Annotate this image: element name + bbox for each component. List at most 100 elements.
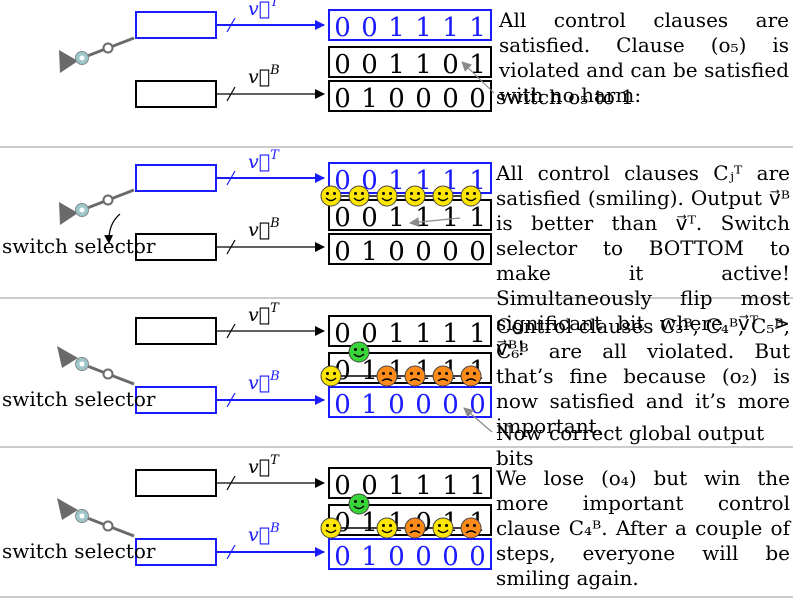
clause-smiley-happy	[432, 185, 454, 207]
bottom-bit: 1	[361, 84, 378, 114]
clause-smiley-sad	[404, 365, 426, 387]
top-bit: 1	[415, 13, 432, 43]
smiley-mouth	[437, 529, 449, 534]
smiley-mouth	[381, 197, 393, 202]
bottom-bit: 0	[415, 237, 432, 267]
smiley-eye	[410, 524, 413, 527]
middle-bit: 0	[334, 50, 351, 80]
clause-smiley-happy	[432, 517, 454, 539]
clause-smiley-happy	[320, 365, 342, 387]
smiley-face	[432, 185, 454, 207]
bottom-bit: 0	[415, 390, 432, 420]
switch-lever	[57, 346, 135, 386]
top-vector-label: v⃗T	[248, 0, 280, 20]
smiley-eye	[417, 192, 420, 195]
bottom-box	[328, 538, 492, 570]
top-bit: 1	[415, 471, 432, 501]
bottom-vector-label-sup: B	[269, 216, 280, 231]
bottom-bit: 0	[469, 390, 486, 420]
smiley-eye	[361, 500, 364, 503]
smiley-eye	[354, 192, 357, 195]
bottom-bit: 0	[469, 237, 486, 267]
clause-smiley-happy	[376, 185, 398, 207]
bottom-box	[328, 386, 492, 418]
smiley-mouth	[325, 377, 337, 382]
clause-smiley-happy	[320, 185, 342, 207]
middle-bit: 0	[361, 50, 378, 80]
smiley-eye	[445, 192, 448, 195]
bottom-vector-label-sup: B	[269, 369, 280, 384]
bottom-bit: 0	[388, 390, 405, 420]
smiley-eye	[361, 192, 364, 195]
smiley-eye	[473, 524, 476, 527]
bottom-bit: 0	[415, 542, 432, 572]
switch-selector-label: switch selector	[2, 539, 156, 563]
top-bit: 1	[442, 13, 459, 43]
switch-contact	[102, 194, 114, 206]
bottom-bit: 1	[361, 542, 378, 572]
switch-pivot-center	[79, 207, 85, 213]
smiley-eye	[466, 192, 469, 195]
smiley-eye	[333, 372, 336, 375]
smiley-mouth	[353, 353, 365, 358]
switch-lever	[59, 188, 135, 225]
top-bit: 0	[361, 319, 378, 349]
smiley-eye	[382, 524, 385, 527]
smiley-face	[320, 185, 342, 207]
bottom-bit: 0	[388, 84, 405, 114]
annotation-leader	[461, 61, 495, 94]
panel-3-annotation: Now correct global output bits	[496, 421, 765, 470]
smiley-eye	[466, 372, 469, 375]
annotation-leader	[463, 407, 493, 433]
middle-bit: 1	[388, 50, 405, 80]
smiley-eye	[438, 524, 441, 527]
clause-smiley-sad	[376, 365, 398, 387]
top-vector-label-sup: T	[270, 453, 280, 468]
panel-1-annotation: switch o₅ to 1	[496, 85, 634, 109]
smiley-eye	[466, 524, 469, 527]
middle-bit: 1	[469, 203, 486, 233]
middle-box	[328, 46, 492, 78]
bottom-box	[328, 233, 492, 265]
switch-handle	[59, 202, 78, 225]
top-source-box	[135, 317, 217, 345]
smiley-eye	[382, 372, 385, 375]
bottom-bit: 0	[442, 542, 459, 572]
top-bus-slash	[226, 17, 236, 33]
top-bit: 1	[469, 13, 486, 43]
bottom-source-box	[135, 80, 217, 108]
top-box	[328, 9, 492, 41]
top-bus-slash	[226, 323, 236, 339]
clause-smiley-happy	[348, 185, 370, 207]
bottom-bit: 0	[334, 237, 351, 267]
bottom-source-box	[135, 233, 217, 261]
bottom-bit: 0	[442, 390, 459, 420]
clause-smiley-sad	[460, 365, 482, 387]
middle-bit: 1	[469, 50, 486, 80]
bottom-bit: 0	[469, 84, 486, 114]
top-bit: 1	[469, 471, 486, 501]
smiley-face	[320, 517, 342, 539]
top-bit: 0	[334, 319, 351, 349]
switch-pivot-center	[79, 361, 85, 367]
smiley-eye	[438, 192, 441, 195]
switch-contact	[102, 520, 114, 532]
middle-bit: 1	[388, 203, 405, 233]
smiley-eye	[417, 372, 420, 375]
smiley-face	[432, 365, 454, 387]
top-bit: 1	[442, 319, 459, 349]
bottom-bit: 0	[334, 390, 351, 420]
bottom-bit: 0	[415, 84, 432, 114]
smiley-face	[460, 185, 482, 207]
panel-3-text: Control clauses C₃ᴮ, C₄ᴮ, C₅ᴮ, C₆ᴮ are a…	[496, 314, 790, 438]
panel-1-text: All control clauses are satisfied. Claus…	[499, 8, 789, 107]
bottom-vector-label: v⃗B	[248, 63, 280, 88]
smiley-face	[376, 185, 398, 207]
smiley-eye	[354, 348, 357, 351]
bottom-bit: 0	[469, 542, 486, 572]
